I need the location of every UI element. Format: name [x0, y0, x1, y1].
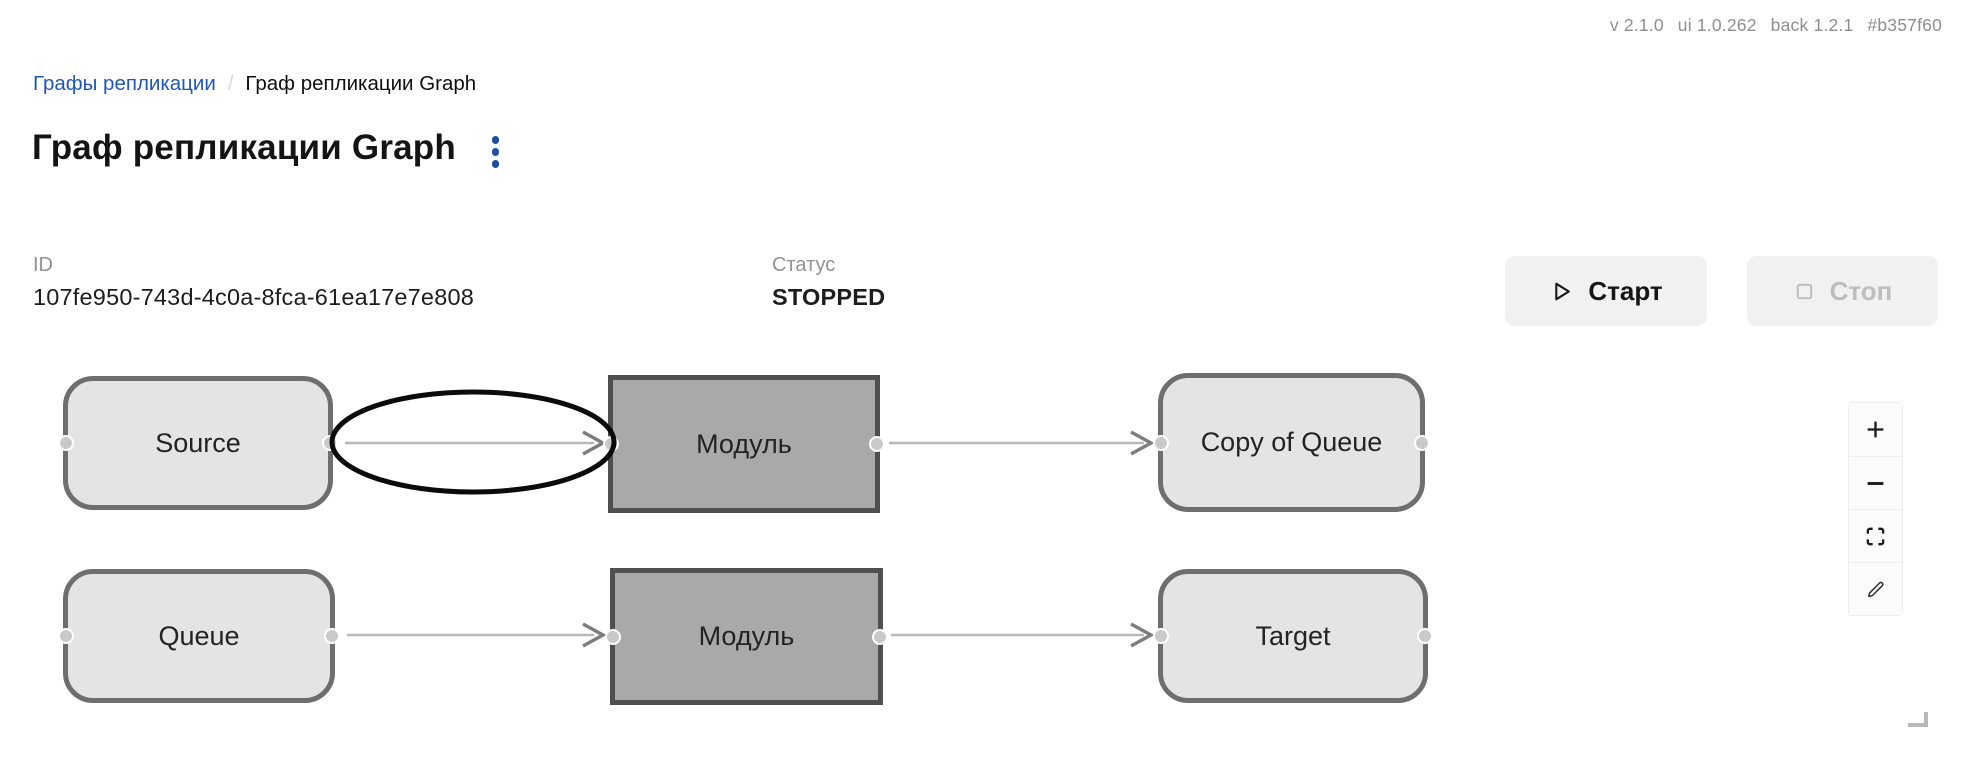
zoom-in-button[interactable]	[1849, 403, 1902, 456]
arrowhead-icon	[582, 622, 607, 648]
play-outline-icon	[1555, 282, 1571, 300]
node-label: Queue	[158, 620, 240, 651]
node-port	[324, 628, 340, 644]
node-port	[872, 628, 888, 645]
node-label: Модуль	[698, 621, 795, 651]
plus-icon	[1867, 421, 1884, 438]
build-hash: #b357f60	[1867, 15, 1942, 35]
node-port	[605, 628, 621, 645]
pencil-icon	[1868, 581, 1884, 597]
graph-node-module-bottom[interactable]: Модуль	[605, 568, 888, 705]
version-info: v 2.1.0 ui 1.0.262 back 1.2.1 #b357f60	[1610, 15, 1942, 36]
fit-screen-icon	[1866, 527, 1885, 545]
node-label: Copy of Queue	[1200, 427, 1383, 457]
stop-square-icon	[1796, 283, 1812, 299]
edit-button[interactable]	[1849, 562, 1902, 615]
canvas-toolbar	[1848, 402, 1903, 616]
page-title: Граф репликации Graph	[32, 127, 456, 167]
status-value: STOPPED	[772, 284, 886, 310]
node-port	[603, 436, 619, 452]
graph-status-block: Статус STOPPED	[772, 254, 885, 311]
graph-node-queue[interactable]: Queue	[58, 569, 340, 703]
node-label: Модуль	[696, 428, 792, 459]
node-label: Target	[1255, 620, 1331, 651]
breadcrumb-current: Граф репликации Graph	[245, 72, 477, 95]
minus-icon	[1867, 481, 1884, 485]
graph-node-source[interactable]: Source	[58, 376, 338, 510]
graph-node-target[interactable]: Target	[1153, 569, 1433, 703]
node-port	[1414, 434, 1430, 451]
graph-node-module-top[interactable]: Модуль	[603, 375, 885, 513]
app-version: v 2.1.0	[1609, 15, 1664, 35]
node-port	[58, 628, 74, 644]
graph-id-block: ID 107fe950-743d-4c0a-8fca-61ea17e7e808	[33, 254, 474, 311]
zoom-out-button[interactable]	[1849, 456, 1902, 509]
arrowhead-icon	[582, 430, 607, 456]
stop-button[interactable]: Стоп	[1747, 256, 1938, 326]
fit-screen-button[interactable]	[1849, 509, 1902, 562]
id-value: 107fe950-743d-4c0a-8fca-61ea17e7e808	[33, 284, 475, 310]
ui-version: ui 1.0.262	[1677, 15, 1757, 35]
node-label: Source	[155, 427, 241, 458]
title-row: Граф репликации Graph	[32, 124, 505, 172]
node-port	[322, 435, 338, 451]
graph-node-copy-of-queue[interactable]: Copy of Queue	[1153, 373, 1430, 512]
back-version: back 1.2.1	[1770, 15, 1854, 35]
start-button[interactable]: Старт	[1505, 256, 1707, 326]
breadcrumb-separator: /	[227, 72, 234, 95]
node-port	[1153, 434, 1169, 451]
arrowhead-icon	[1130, 622, 1155, 648]
status-label: Статус	[772, 254, 836, 276]
id-label: ID	[33, 254, 53, 276]
stop-button-label: Стоп	[1829, 275, 1893, 306]
breadcrumb-link-replication-graphs[interactable]: Графы репликации	[33, 72, 216, 95]
node-port	[869, 436, 885, 452]
resize-corner-icon	[1908, 712, 1928, 727]
node-port	[1417, 628, 1433, 644]
node-port	[58, 435, 74, 451]
start-button-label: Старт	[1588, 275, 1663, 306]
breadcrumb: Графы репликации / Граф репликации Graph	[33, 72, 476, 96]
node-port	[1153, 628, 1169, 644]
arrowhead-icon	[1130, 430, 1155, 456]
kebab-menu-icon[interactable]	[486, 132, 506, 172]
